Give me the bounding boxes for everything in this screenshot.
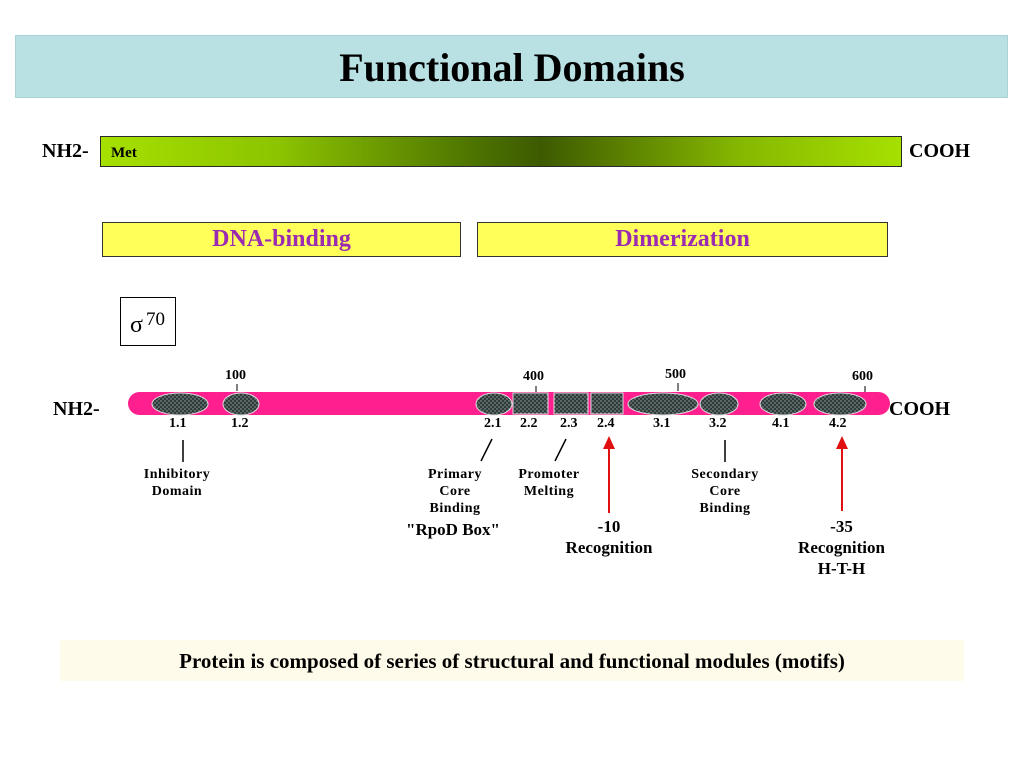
region-label-1-2: 1.2 bbox=[231, 416, 249, 431]
protein-gradient-bar bbox=[100, 136, 902, 167]
region-label-2-4: 2.4 bbox=[597, 416, 615, 431]
region-label-3-2: 3.2 bbox=[709, 416, 727, 431]
minus35-recognition-annotation: -35 Recognition H-T-H bbox=[798, 517, 885, 578]
region-4-1-shape bbox=[759, 392, 807, 416]
met-label: Met bbox=[111, 145, 137, 161]
tick-label-500: 500 bbox=[665, 367, 686, 382]
region-2-4-shape bbox=[590, 392, 624, 415]
promoter-melting-annotation: Promoter Melting bbox=[518, 467, 580, 499]
region-label-4-1: 4.1 bbox=[772, 416, 790, 431]
sigma70-box bbox=[120, 297, 176, 346]
primary-core-pointer bbox=[480, 438, 493, 462]
region-1-1-shape bbox=[151, 392, 209, 416]
nh2-label-top: NH2- bbox=[42, 140, 89, 162]
minus10-recognition-annotation: -10 Recognition bbox=[565, 517, 653, 557]
sigma-symbol: σ bbox=[130, 312, 143, 338]
region-label-2-2: 2.2 bbox=[520, 416, 538, 431]
page-title: Functional Domains bbox=[339, 45, 685, 90]
region-label-1-1: 1.1 bbox=[169, 416, 187, 431]
footer-caption: Protein is composed of series of structu… bbox=[179, 649, 845, 673]
footer-bar bbox=[60, 640, 964, 681]
dimerization-box: Dimerization bbox=[477, 222, 888, 257]
dna-binding-box: DNA-binding bbox=[102, 222, 461, 257]
rpod-box-label: "RpoD Box" bbox=[406, 520, 500, 539]
tick-label-600: 600 bbox=[852, 369, 873, 384]
cooh-label-protein: COOH bbox=[889, 398, 951, 420]
region-2-1-shape bbox=[475, 392, 513, 416]
region-1-2-shape bbox=[222, 392, 260, 416]
promoter-melting-pointer bbox=[554, 438, 567, 462]
minus35-arrowhead bbox=[836, 436, 848, 449]
tick-label-100: 100 bbox=[225, 368, 246, 383]
region-label-4-2: 4.2 bbox=[829, 416, 847, 431]
tick-label-400: 400 bbox=[523, 369, 544, 384]
sigma-number: 70 bbox=[146, 309, 165, 330]
title-bar bbox=[15, 35, 1008, 98]
region-2-2-shape bbox=[512, 392, 549, 415]
region-4-2-shape bbox=[813, 392, 867, 416]
primary-core-binding-annotation: Primary Core Binding bbox=[427, 467, 483, 516]
minus10-arrowhead bbox=[603, 436, 615, 449]
inhibitory-domain-annotation: Inhibitory Domain bbox=[143, 467, 211, 499]
secondary-core-binding-annotation: Secondary Core Binding bbox=[691, 467, 759, 516]
cooh-label-top: COOH bbox=[909, 140, 971, 162]
region-label-3-1: 3.1 bbox=[653, 416, 671, 431]
region-label-2-1: 2.1 bbox=[484, 416, 502, 431]
region-3-2-shape bbox=[699, 392, 739, 416]
region-2-3-shape bbox=[553, 392, 589, 415]
region-label-2-3: 2.3 bbox=[560, 416, 578, 431]
region-3-1-shape bbox=[627, 392, 699, 416]
nh2-label-protein: NH2- bbox=[53, 398, 100, 420]
